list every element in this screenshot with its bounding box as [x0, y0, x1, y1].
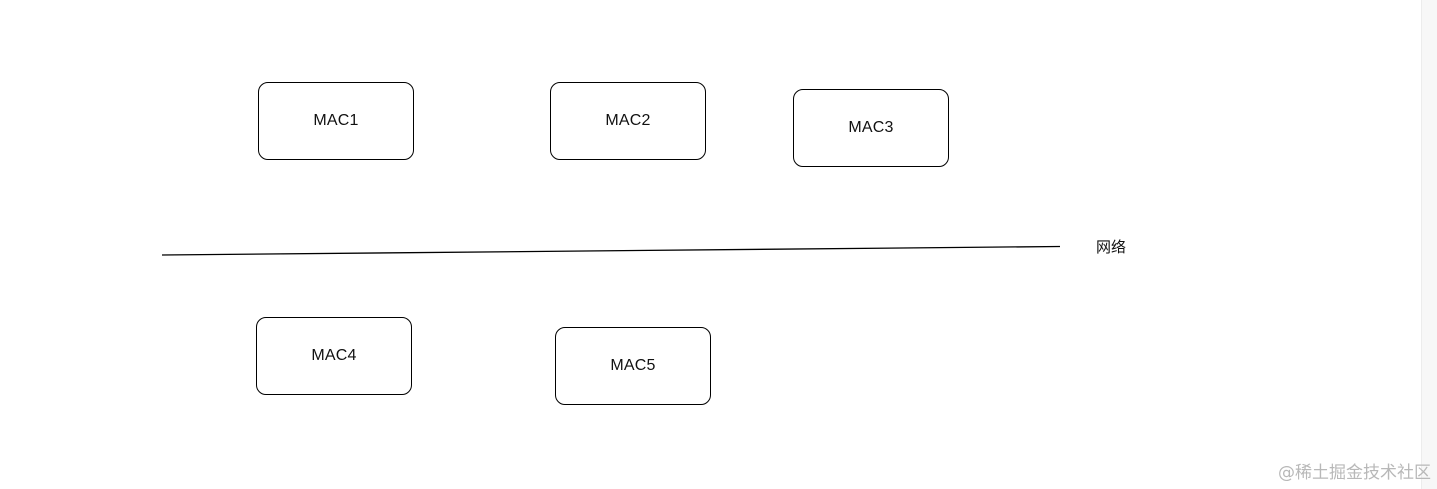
node-mac1[interactable]: MAC1	[258, 82, 414, 160]
network-label: 网络	[1096, 238, 1127, 256]
node-mac4[interactable]: MAC4	[256, 317, 412, 395]
node-label-mac5: MAC5	[610, 357, 656, 374]
watermark-text: @稀土掘金技术社区	[1278, 463, 1431, 483]
right-edge-strip	[1421, 0, 1437, 489]
node-mac3[interactable]: MAC3	[793, 89, 949, 167]
node-label-mac4: MAC4	[311, 347, 357, 364]
network-line	[161, 245, 1061, 256]
node-label-mac3: MAC3	[848, 119, 894, 136]
node-label-mac1: MAC1	[313, 112, 359, 129]
node-label-mac2: MAC2	[605, 112, 651, 129]
node-mac2[interactable]: MAC2	[550, 82, 706, 160]
node-mac5[interactable]: MAC5	[555, 327, 711, 405]
